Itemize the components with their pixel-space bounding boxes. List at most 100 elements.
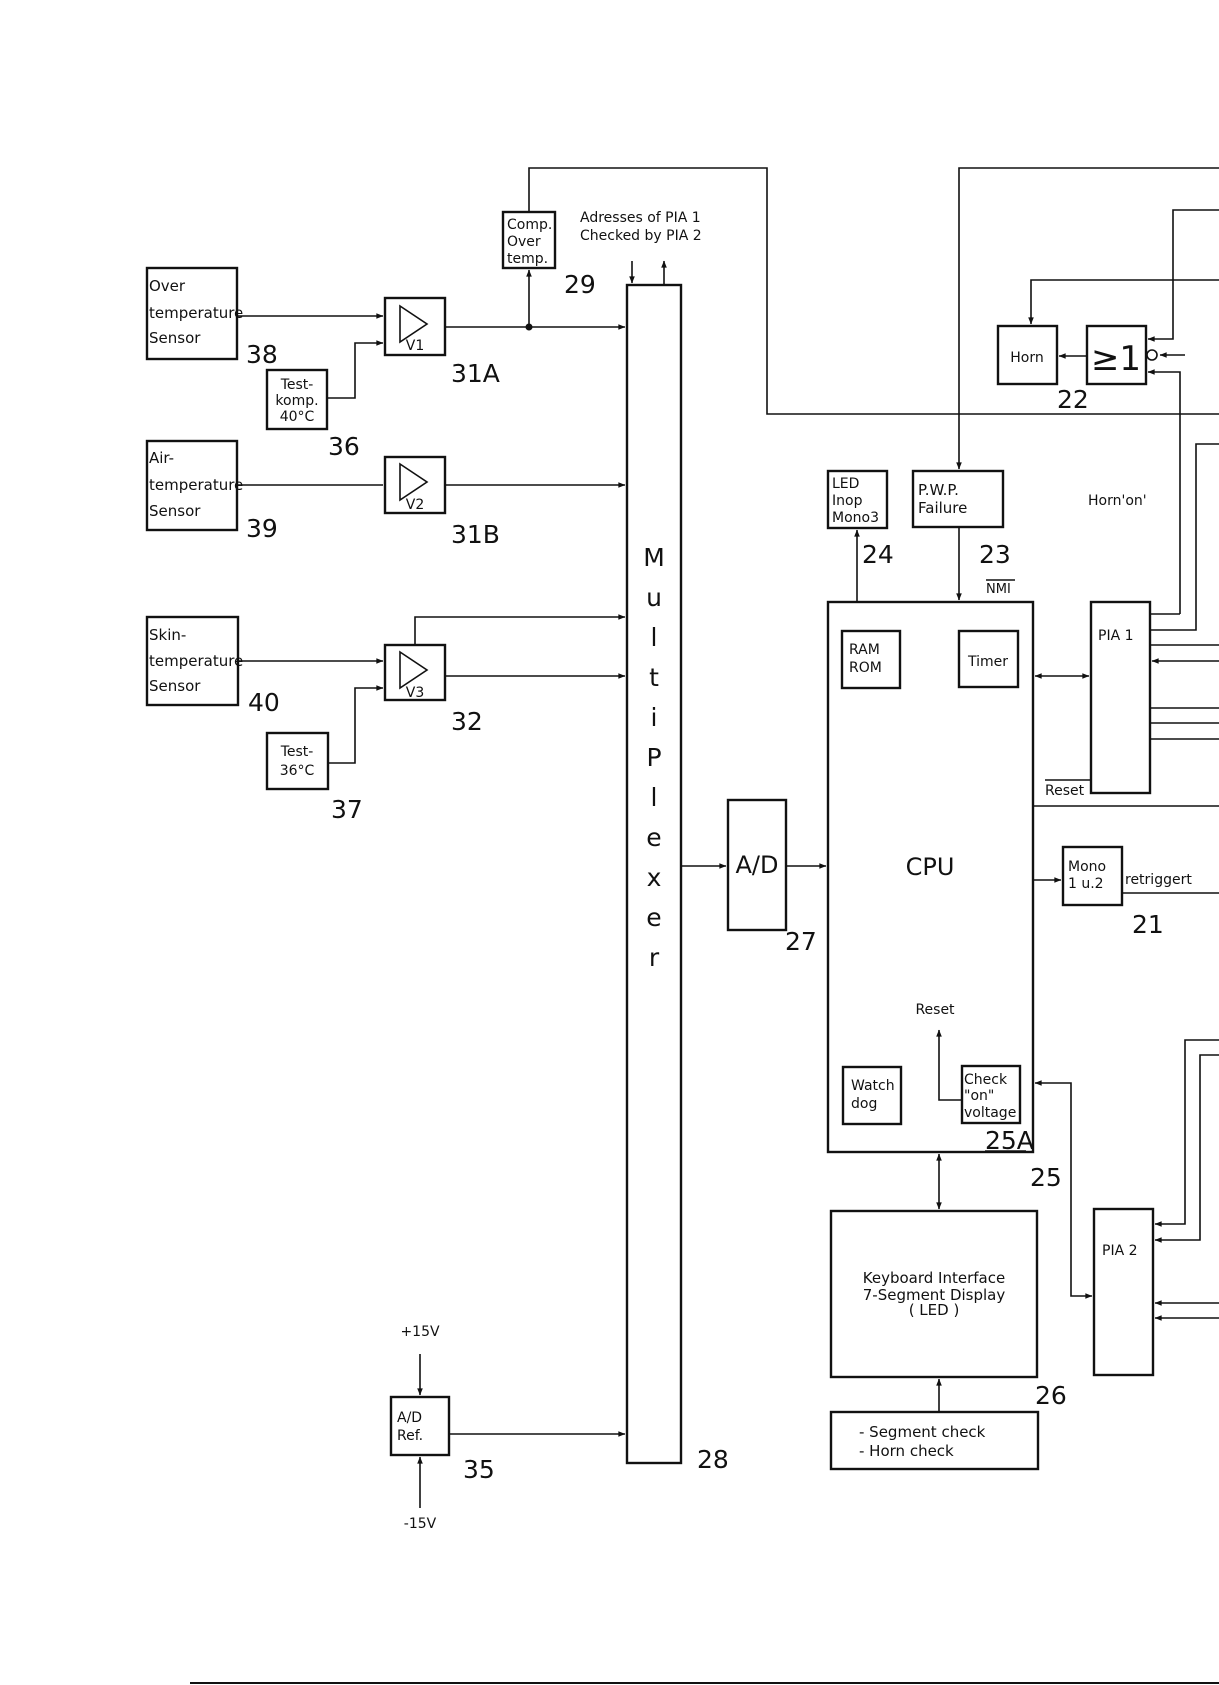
ad-converter-label: A/D — [736, 851, 779, 879]
reset-bar-label: Reset — [1045, 783, 1085, 799]
ref-22: 22 — [1057, 385, 1089, 414]
wire-comp-loop — [528, 167, 1219, 415]
pia1-block: PIA 1 — [1089, 600, 1152, 795]
test-36-line-1: Test- — [280, 744, 314, 760]
wire-v3-aux-to-mux — [414, 614, 626, 645]
reference-numbers: 38 36 31A 29 39 31B 40 32 37 35 28 27 24… — [246, 270, 1164, 1484]
ref-25: 25 — [1030, 1163, 1062, 1192]
test-komp-line-3: 40°C — [280, 409, 315, 425]
pia2-block: PIA 2 — [1092, 1207, 1155, 1377]
ad-reference-block: A/D Ref. — [389, 1395, 451, 1457]
ram-rom-line-1: RAM — [849, 642, 880, 658]
test-komp-line-1: Test- — [280, 377, 314, 393]
air-temp-sensor-line-3: Sensor — [149, 502, 201, 520]
led-inop-line-3: Mono3 — [832, 510, 879, 526]
multiplexer-letter: e — [646, 823, 661, 852]
skin-temperature-sensor-block: Skin- temperature Sensor — [145, 615, 243, 707]
keyboard-line-3: ( LED ) — [909, 1301, 960, 1319]
wire-top-to-pwp — [956, 167, 1219, 470]
watchdog-block — [841, 1065, 903, 1126]
multiplexer-letter: e — [646, 903, 661, 932]
keyboard-interface-block: Keyboard Interface 7-Segment Display ( L… — [829, 1209, 1039, 1379]
skin-temp-sensor-line-1: Skin- — [149, 626, 186, 644]
led-inop-block: LED Inop Mono3 — [826, 469, 889, 530]
ref-27: 27 — [785, 927, 817, 956]
pwp-failure-block: P.W.P. Failure — [911, 469, 1005, 529]
ref-32: 32 — [451, 707, 483, 736]
ref-37: 37 — [331, 795, 363, 824]
multiplexer-letter: l — [651, 783, 658, 812]
horn-check-label: - Horn check — [859, 1442, 954, 1460]
ref-31b: 31B — [451, 520, 500, 549]
wire-pia2-in-2 — [1154, 1054, 1219, 1243]
ref-26: 26 — [1035, 1381, 1067, 1410]
skin-temp-sensor-line-3: Sensor — [149, 677, 201, 695]
minus-15v-label: -15V — [404, 1516, 437, 1532]
wire-check-to-reset — [936, 1029, 962, 1101]
ram-rom-line-2: ROM — [849, 660, 882, 676]
ref-21: 21 — [1132, 910, 1164, 939]
ad-ref-line-2: Ref. — [397, 1428, 423, 1444]
addresses-label-line-2: Checked by PIA 2 — [580, 228, 702, 244]
amp-v3-label: V3 — [406, 685, 424, 701]
ref-25a: 25A — [985, 1126, 1034, 1155]
wire-pia2-in-1 — [1154, 1039, 1219, 1227]
test-36-line-2: 36°C — [280, 763, 315, 779]
comp-over-temp-line-3: temp. — [507, 251, 548, 267]
ad-converter-block: A/D — [726, 798, 788, 932]
ref-29: 29 — [564, 270, 596, 299]
ref-28: 28 — [697, 1445, 729, 1474]
horn-label: Horn — [1010, 350, 1043, 366]
check-voltage-line-2: "on" — [964, 1088, 994, 1104]
amplifier-v1: V1 — [383, 296, 447, 357]
ref-39: 39 — [246, 514, 278, 543]
mono-line-1: Mono — [1068, 859, 1106, 875]
nmi-label: NMI — [986, 582, 1011, 597]
led-inop-line-2: Inop — [832, 493, 863, 509]
ref-35: 35 — [463, 1455, 495, 1484]
amplifier-v3: V3 — [383, 643, 447, 702]
multiplexer-letter: l — [651, 623, 658, 652]
segment-horn-check-block: - Segment check - Horn check — [829, 1410, 1040, 1471]
wire-top-to-horn — [1028, 279, 1219, 325]
test-36-block: Test- 36°C — [265, 731, 330, 791]
watchdog-line-1: Watch — [851, 1078, 895, 1094]
wire-to-or-in3 — [1147, 369, 1181, 614]
ad-ref-line-1: A/D — [397, 1410, 422, 1426]
air-temp-sensor-line-2: temperature — [149, 476, 243, 494]
or-gate-inverter-bubble — [1146, 349, 1158, 361]
comp-over-temp-line-2: Over — [507, 234, 541, 250]
or-gate-block: ≥1 — [1085, 324, 1158, 386]
amp-v1-label: V1 — [406, 338, 424, 354]
retriggert-label: retriggert — [1125, 872, 1192, 888]
multiplexer-letter: x — [647, 863, 662, 892]
mono-1u2-block: Mono 1 u.2 — [1061, 845, 1124, 907]
mono-line-2: 1 u.2 — [1068, 876, 1104, 892]
timer-label: Timer — [967, 654, 1008, 670]
multiplexer-letter: M — [643, 543, 665, 572]
ref-38: 38 — [246, 340, 278, 369]
comp-over-temp-line-1: Comp. — [507, 217, 552, 233]
plus-15v-label: +15V — [400, 1324, 440, 1340]
check-voltage-line-1: Check — [964, 1072, 1008, 1088]
ref-23: 23 — [979, 540, 1011, 569]
addresses-label-line-1: Adresses of PIA 1 — [580, 210, 701, 226]
ref-36: 36 — [328, 432, 360, 461]
cpu-block: CPU RAM ROM Timer Watch dog Check "on" v… — [826, 600, 1035, 1154]
wire-cpu-pia2 — [1034, 1080, 1093, 1299]
check-on-voltage-block — [960, 1064, 1022, 1125]
or-gate-label: ≥1 — [1091, 339, 1141, 379]
over-temp-sensor-line-2: temperature — [149, 304, 243, 322]
horn-block: Horn — [996, 324, 1059, 386]
wire-test36-to-v3 — [328, 685, 384, 764]
watchdog-line-2: dog — [851, 1096, 877, 1112]
pwp-failure-line-1: P.W.P. — [918, 481, 959, 499]
pwp-failure-line-2: Failure — [918, 499, 967, 517]
multiplexer-letter: t — [649, 663, 659, 692]
ref-31a: 31A — [451, 359, 500, 388]
test-komp-40-block: Test- komp. 40°C — [265, 368, 329, 431]
multiplexer-letter: u — [646, 583, 662, 612]
wire-test-komp-to-v1 — [327, 340, 384, 399]
